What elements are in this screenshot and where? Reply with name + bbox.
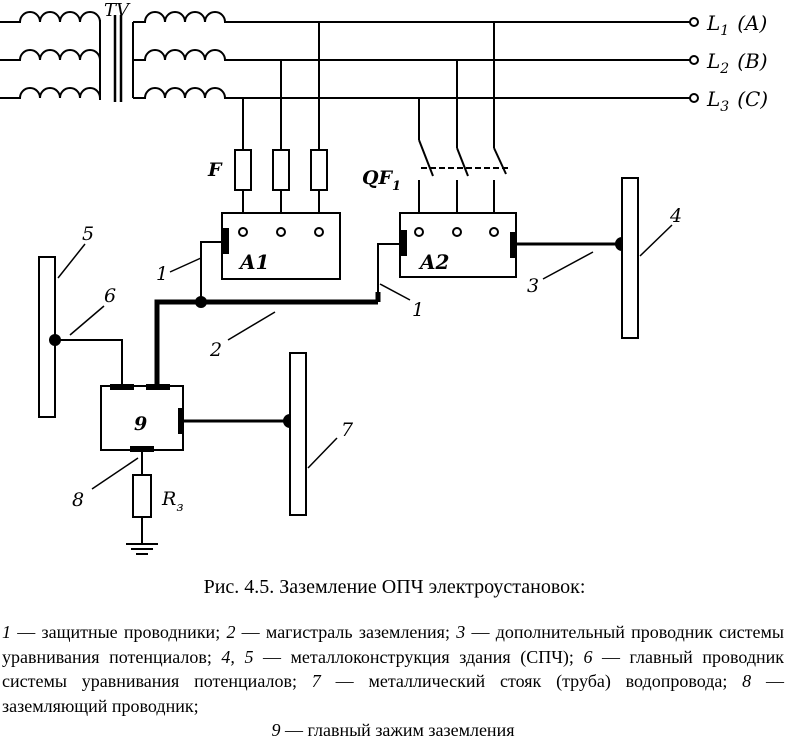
legend-item-8: 8 — заземляющий проводник; — [2, 671, 785, 716]
phase-label-l1: L1(A) — [706, 11, 767, 39]
label-7: 7 — [341, 419, 354, 441]
legend-item-3: 3 — дополнительный проводник системы ура… — [2, 622, 784, 667]
label-2: 2 — [209, 339, 222, 361]
device-a1-box — [221, 212, 341, 280]
terminal-l2 — [689, 55, 699, 65]
figure-caption: Рис. 4.5. Заземление ОПЧ электроустаново… — [203, 576, 586, 598]
legend-item-9: 9 — главный зажим заземления — [271, 720, 515, 740]
phase-label-l2: L2(B) — [706, 49, 768, 77]
fuse-1 — [234, 149, 252, 191]
device-a1-label: A1 — [238, 250, 269, 274]
label-1-right: 1 — [412, 299, 424, 321]
device-a2-box — [399, 212, 517, 278]
tv-label: TV — [104, 0, 131, 21]
label-3: 3 — [527, 275, 539, 297]
fuse-label: F — [207, 159, 223, 181]
device-a2-label: A2 — [418, 250, 450, 274]
terminal-l3 — [689, 93, 699, 103]
label-6: 6 — [104, 285, 116, 307]
grounding-diagram: TV L1(A) L2(B) L3(C) F QF1 A1 A2 9 Rз 1 … — [0, 0, 768, 555]
label-8: 8 — [72, 489, 84, 511]
legend-item-6: 6 — главный проводник системы уравнивани… — [2, 646, 784, 692]
label-1-left: 1 — [156, 263, 168, 285]
breaker-label: QF1 — [362, 167, 401, 194]
label-4: 4 — [669, 205, 682, 227]
terminal-l1 — [689, 17, 699, 27]
transformer-tv — [0, 11, 690, 102]
resistor-label: Rз — [161, 488, 183, 515]
phase-label-l3: L3(C) — [706, 87, 768, 115]
legend-item-2: 2 — магистраль заземления; — [226, 622, 457, 642]
fuse-3 — [310, 149, 328, 191]
terminal-9-label: 9 — [134, 413, 147, 435]
figure-legend: 1 — защитные проводники; 2 — магистраль … — [2, 620, 784, 743]
legend-item-1: 1 — защитные проводники; — [2, 622, 227, 642]
label-5: 5 — [82, 223, 94, 245]
legend-item-7: 7 — металлический стояк (труба) водопров… — [311, 671, 743, 691]
fuse-2 — [272, 149, 290, 191]
legend-item-4-5: 4, 5 — металлоконструкция здания (СПЧ); — [221, 646, 584, 667]
main-grounding-terminal-box — [100, 385, 184, 451]
water-pipe-7 — [289, 352, 307, 516]
building-structure-4 — [621, 177, 639, 339]
grounding-resistor — [132, 474, 152, 518]
